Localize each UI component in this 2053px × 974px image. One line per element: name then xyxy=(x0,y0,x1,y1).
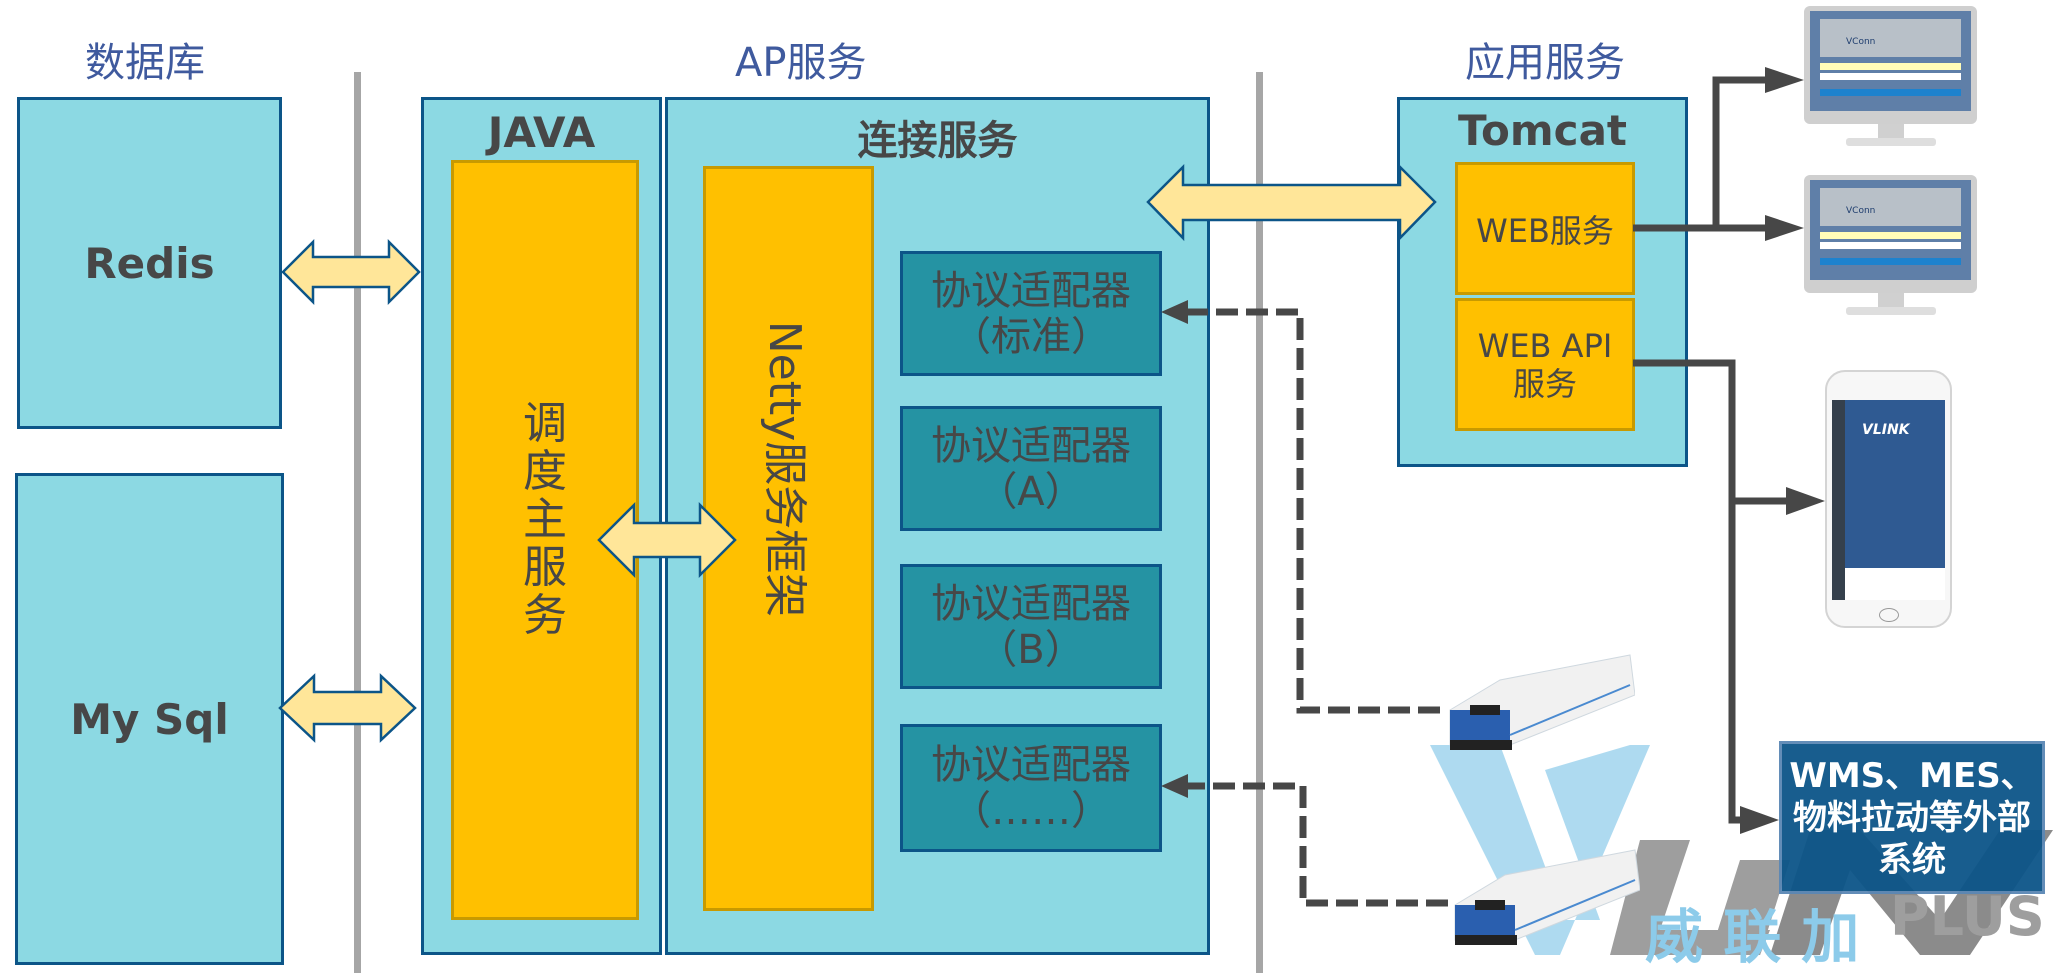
agv-robot-2 xyxy=(1445,840,1641,950)
watermark-brand-cn: 威 联 加 xyxy=(1645,903,1860,971)
phone-sidebar xyxy=(1832,400,1845,600)
web-api-service-box[interactable]: WEB API 服务 xyxy=(1455,298,1635,431)
home-button xyxy=(1879,608,1899,622)
adapter-sublabel: （……） xyxy=(951,788,1111,834)
section-title-ap-service: AP服务 xyxy=(735,40,867,86)
redis-label: Redis xyxy=(84,238,215,288)
adapter-sublabel: （标准） xyxy=(951,313,1111,360)
adapter-sublabel: （A） xyxy=(977,468,1085,515)
adapter-label: 协议适配器 xyxy=(931,742,1131,788)
scheduler-main-service[interactable]: 调 度 主 服 务 xyxy=(451,160,639,920)
keyboard xyxy=(1846,138,1936,146)
watermark-brand-plus: PLUS xyxy=(1890,885,2045,948)
tomcat-container[interactable]: Tomcat WEB服务 WEB API 服务 xyxy=(1397,97,1688,467)
watermark-l-shape xyxy=(1610,840,1770,955)
app-name: VConn xyxy=(1846,206,1876,216)
adapter-label: 协议适配器 xyxy=(931,580,1131,627)
monitor-stand xyxy=(1878,124,1904,138)
phone-screen: VLINK xyxy=(1832,400,1945,600)
desktop-client-1: VConn xyxy=(1804,6,1977,150)
username-field xyxy=(1820,232,1961,239)
web-service-label: WEB服务 xyxy=(1476,211,1614,250)
login-button xyxy=(1820,258,1961,265)
app-name: VConn xyxy=(1846,37,1876,47)
scheduler-char: 主 xyxy=(523,494,567,545)
adapter-label: 协议适配器 xyxy=(931,422,1131,469)
adapter-more[interactable]: 协议适配器 （……） xyxy=(900,724,1162,852)
login-button xyxy=(1820,89,1961,96)
external-line2: 物料拉动等外部 xyxy=(1793,797,2031,838)
login-banner xyxy=(1820,188,1961,226)
adapter-label: 协议适配器 xyxy=(931,267,1131,314)
external-line3: 系统 xyxy=(1878,839,1946,880)
redis-box[interactable]: Redis xyxy=(17,97,282,429)
agv-icon xyxy=(1454,849,1641,945)
section-title-database: 数据库 xyxy=(85,40,205,86)
web-service-box[interactable]: WEB服务 xyxy=(1455,162,1635,295)
divider-db-ap xyxy=(354,72,361,973)
password-field xyxy=(1820,242,1961,249)
mysql-label: My Sql xyxy=(70,694,229,744)
connection-service-container[interactable]: 连接服务 Netty服务框架 协议适配器 （标准） 协议适配器 （A） 协议适配… xyxy=(665,97,1210,955)
agv-robot-1 xyxy=(1440,645,1636,755)
connection-service-title: 连接服务 xyxy=(857,118,1018,164)
scheduler-char: 调 xyxy=(523,398,567,449)
web-api-label: WEB API xyxy=(1477,326,1613,365)
username-field xyxy=(1820,63,1961,70)
external-line1: WMS、MES、 xyxy=(1789,755,2035,796)
watermark-i-shape xyxy=(1710,860,1790,955)
web-api-sublabel: 服务 xyxy=(1512,364,1577,403)
phone-footer xyxy=(1845,568,1945,600)
monitor-screen: VConn xyxy=(1810,180,1971,280)
scheduler-char: 务 xyxy=(523,590,567,641)
adapter-a[interactable]: 协议适配器 （A） xyxy=(900,406,1162,531)
agv-icon xyxy=(1449,654,1636,750)
mysql-box[interactable]: My Sql xyxy=(15,473,284,965)
adapter-standard[interactable]: 协议适配器 （标准） xyxy=(900,251,1162,376)
tomcat-title: Tomcat xyxy=(1457,106,1627,155)
monitor-screen: VConn xyxy=(1810,11,1971,111)
mobile-client: VLINK xyxy=(1825,370,1952,628)
java-title: JAVA xyxy=(487,108,596,157)
desktop-client-2: VConn xyxy=(1804,175,1977,319)
login-banner xyxy=(1820,19,1961,57)
monitor-stand xyxy=(1878,293,1904,307)
keyboard xyxy=(1846,307,1936,315)
scheduler-label: 调 度 主 服 务 xyxy=(523,400,567,640)
scheduler-char: 度 xyxy=(523,446,567,497)
section-title-app-service: 应用服务 xyxy=(1465,40,1625,86)
adapter-b[interactable]: 协议适配器 （B） xyxy=(900,564,1162,689)
watermark-v-icon xyxy=(1430,745,1650,955)
scheduler-char: 服 xyxy=(523,542,567,593)
external-system-box[interactable]: WMS、MES、 物料拉动等外部 系统 xyxy=(1779,741,2045,894)
password-field xyxy=(1820,73,1961,80)
phone-brand: VLINK xyxy=(1862,422,1910,438)
adapter-sublabel: （B） xyxy=(977,626,1085,673)
